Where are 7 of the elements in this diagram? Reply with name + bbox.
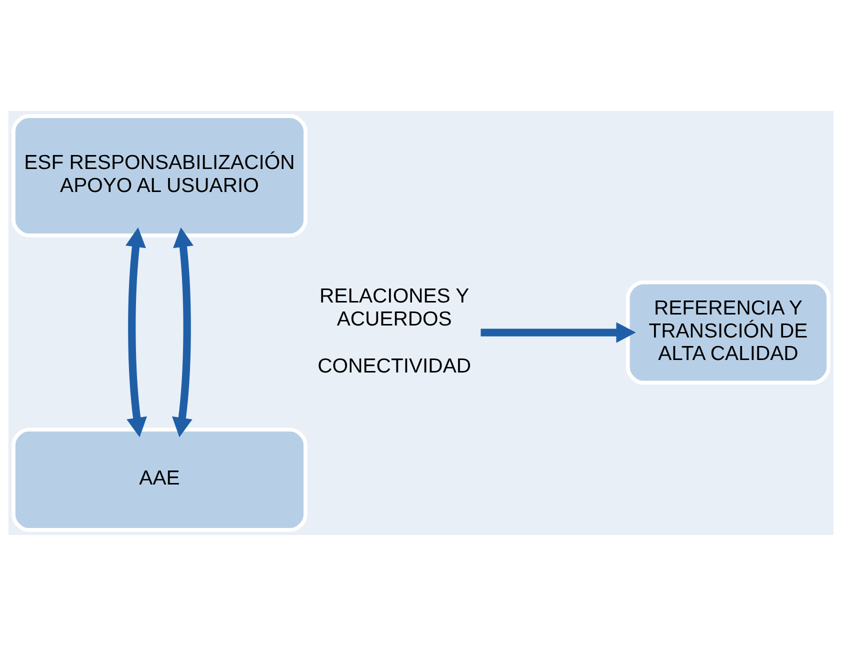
arrow — [480, 322, 636, 343]
node-box: REFERENCIA Y TRANSICIÓN DE ALTA CALIDAD — [626, 280, 830, 385]
arrow — [126, 227, 147, 438]
node-text: RELACIONES Y ACUERDOS CONECTIVIDAD — [318, 285, 472, 378]
node-box: ESF RESPONSABILIZACIÓN APOYO AL USUARIO — [12, 114, 308, 238]
arrow — [172, 227, 194, 438]
node-box: AAE — [12, 428, 308, 532]
